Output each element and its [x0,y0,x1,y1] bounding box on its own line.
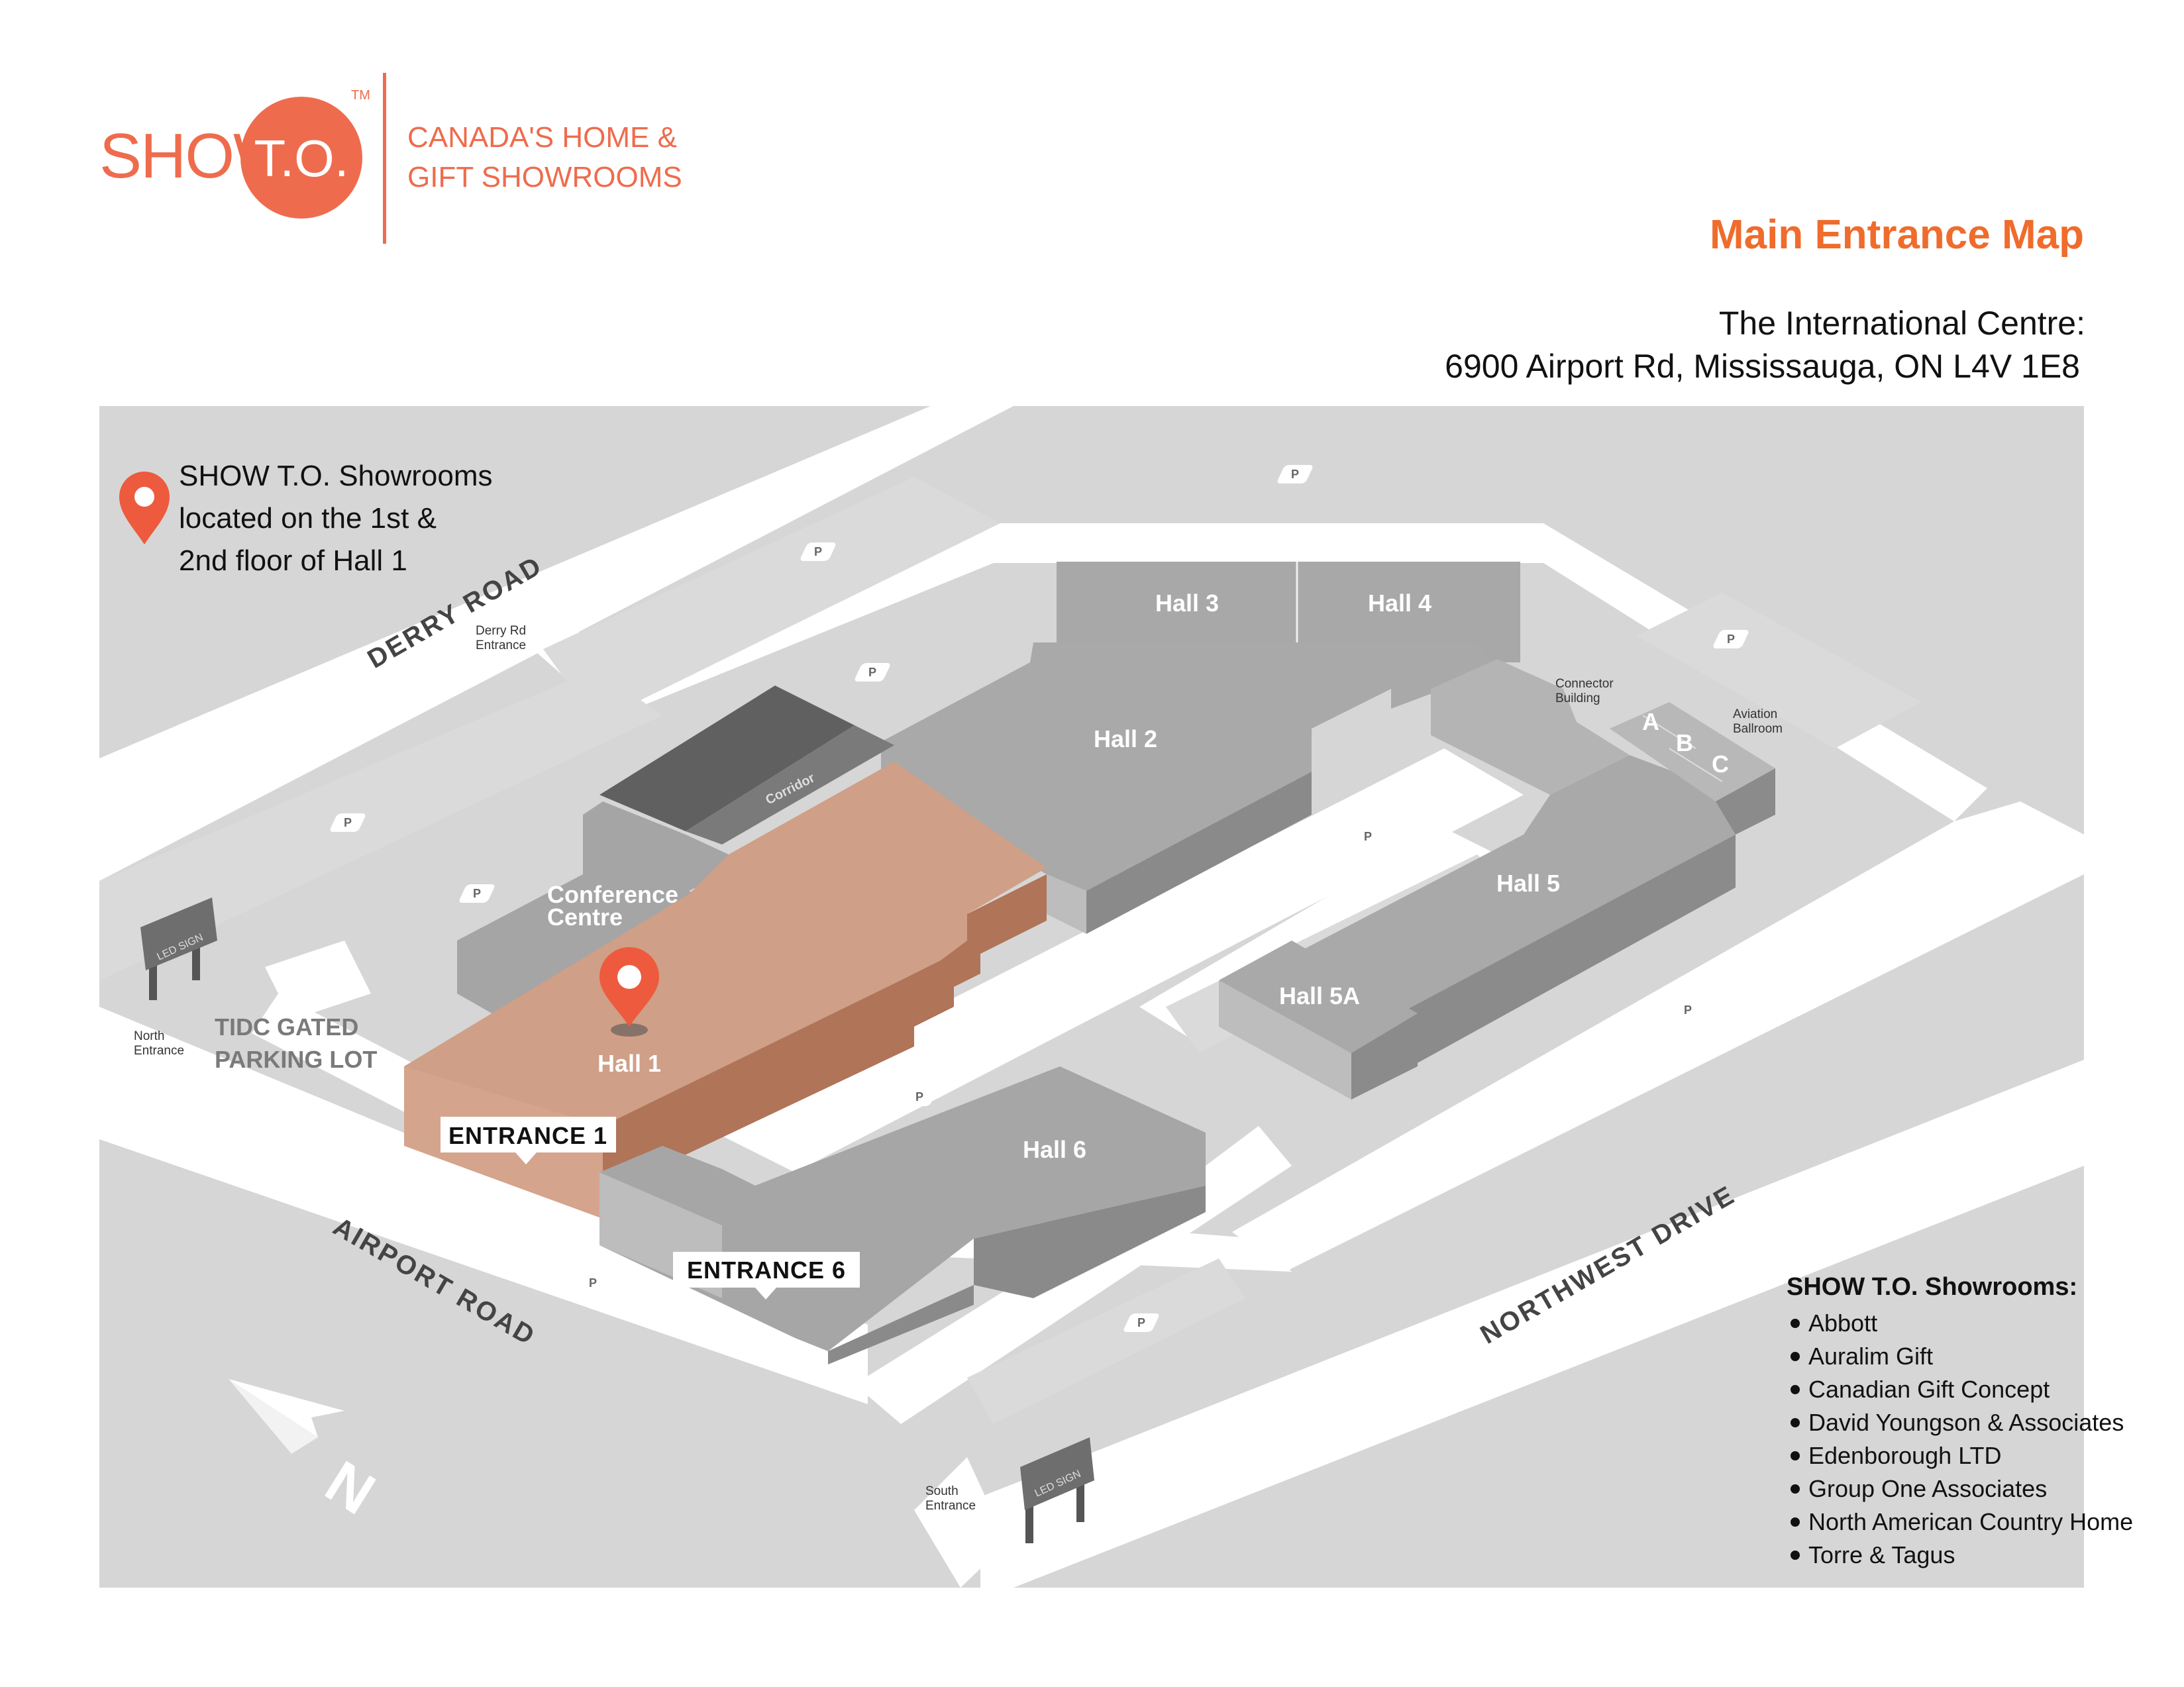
parking-marker: P [473,887,481,900]
hall-2-block [881,642,1497,934]
bullet-icon [1791,1319,1800,1328]
trademark: TM [351,88,370,103]
logo-divider [383,73,386,244]
showroom-item: Canadian Gift Concept [1808,1376,2050,1403]
hall-2-label: Hall 2 [1094,725,1157,752]
connector-label-1: Connector [1555,677,1614,691]
bullet-icon [1791,1418,1800,1427]
logo: SHOW T.O. TM CANADA'S HOME & GIFT SHOWRO… [99,73,682,244]
legend-note-line-3: 2nd floor of Hall 1 [179,544,407,577]
entrance-1-label: ENTRANCE 1 [448,1122,607,1149]
showrooms-heading: SHOW T.O. Showrooms: [1787,1273,2077,1301]
conference-label-1: Conference [547,881,678,908]
parking-marker: P [868,666,876,679]
showroom-item: David Youngson & Associates [1808,1409,2124,1436]
logo-circle [240,97,362,219]
map-pin-icon [119,472,170,544]
ballroom-c-label: C [1712,750,1729,778]
north-entrance-label-2: Entrance [134,1044,184,1058]
hall-3-label: Hall 3 [1155,589,1219,617]
bullet-icon [1791,1551,1800,1560]
conference-label-2: Centre [547,903,623,931]
hall-6-label: Hall 6 [1023,1136,1086,1163]
parking-marker: P [915,1090,923,1103]
bullet-icon [1791,1385,1800,1394]
parking-marker: P [1291,468,1299,481]
parking-marker: P [1684,1003,1692,1017]
legend-note-line-1: SHOW T.O. Showrooms [179,460,493,492]
legend-note-line-2: located on the 1st & [179,502,437,535]
logo-tagline-2: GIFT SHOWROOMS [407,161,682,193]
parking-marker: P [344,816,352,829]
hall-5-label: Hall 5 [1496,870,1560,897]
north-entrance-label-1: North [134,1029,164,1043]
logo-circle-text: T.O. [254,129,348,187]
entrance-labels: Derry Rd Entrance North Entrance South E… [134,624,976,1513]
hall-5-block [1219,659,1775,1099]
parking-marker: P [1137,1316,1145,1329]
legend-note: SHOW T.O. Showrooms located on the 1st &… [119,460,493,577]
hall-3-4-block [1057,562,1520,662]
south-entrance-label-2: Entrance [925,1499,976,1513]
bullet-icon [1791,1517,1800,1527]
logo-tagline-1: CANADA'S HOME & [407,121,677,154]
showroom-item: Torre & Tagus [1808,1541,1955,1568]
showroom-item: Group One Associates [1808,1475,2047,1502]
entrance-6-label: ENTRANCE 6 [687,1256,846,1284]
derry-entrance-label-1: Derry Rd [476,624,526,638]
entrance-6-callout: ENTRANCE 6 [673,1252,860,1300]
south-entrance-label-1: South [925,1484,959,1498]
parking-marker: P [1727,633,1735,646]
entrance-1-callout: ENTRANCE 1 [441,1117,616,1164]
showroom-item: Auralim Gift [1808,1343,1933,1370]
parking-markers: P P P P P P P P P P P [330,465,1749,1332]
aviation-label-1: Aviation [1733,707,1777,721]
aviation-label-2: Ballroom [1733,722,1783,736]
tidc-parking-label-1: TIDC GATED [215,1013,358,1041]
showroom-item: Edenborough LTD [1808,1442,2002,1469]
bullet-icon [1791,1451,1800,1460]
hall-4-label: Hall 4 [1368,589,1431,617]
address-line-2: 6900 Airport Rd, Mississauga, ON L4V 1E8 [1445,348,2080,385]
bullet-icon [1791,1484,1800,1494]
bullet-icon [1791,1352,1800,1361]
ballroom-a-label: A [1642,708,1659,735]
showroom-item: North American Country Home [1808,1508,2133,1535]
showroom-item: Abbott [1808,1309,1877,1337]
address-line-1: The International Centre: [1719,305,2085,342]
ballroom-b-label: B [1676,729,1693,756]
parking-marker: P [1364,830,1372,843]
connector-label-2: Building [1555,691,1600,705]
tidc-parking-label-2: PARKING LOT [215,1046,377,1073]
parking-marker: P [589,1276,597,1290]
hall-5a-label: Hall 5A [1279,982,1360,1009]
parking-marker: P [814,545,822,558]
page-title: Main Entrance Map [1710,212,2084,258]
hall-1-label: Hall 1 [598,1050,661,1077]
conference-centre-block [457,686,894,1020]
derry-entrance-label-2: Entrance [476,639,526,652]
